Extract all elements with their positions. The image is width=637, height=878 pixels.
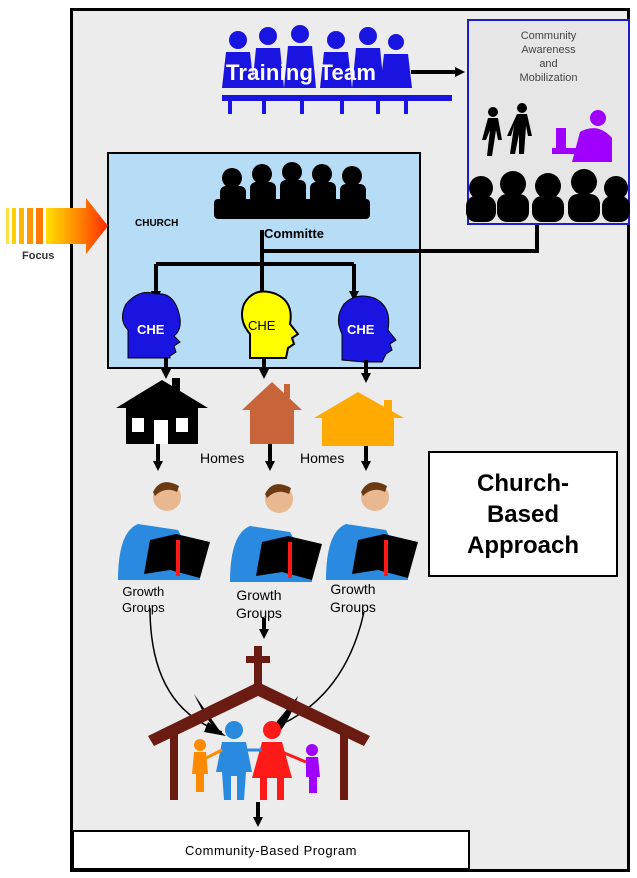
walking-people-icon — [482, 103, 532, 156]
ca-line-4: Mobilization — [519, 72, 578, 84]
curved-arrowhead-left — [194, 694, 226, 736]
reading-man-icon — [326, 482, 418, 580]
head-profile-icon — [122, 290, 397, 363]
home-to-group-arrows — [153, 444, 371, 471]
microscope-icon — [552, 110, 612, 162]
committee-label: Committe — [264, 226, 324, 241]
reading-man-icon — [230, 484, 322, 582]
ca-line-3: and — [539, 58, 558, 70]
church-label: CHURCH — [135, 218, 179, 229]
title-line-1: Church- — [476, 469, 569, 497]
growth-groups-3-line1: Growth — [330, 581, 376, 597]
homes-label-2: Homes — [300, 450, 345, 466]
growth-groups-1-line2: Groups — [122, 600, 165, 615]
reading-man-icon — [118, 482, 210, 580]
growth-groups-3-line2: Groups — [330, 599, 376, 615]
title-line-2: Based — [486, 500, 560, 528]
che-to-home-arrows — [161, 358, 371, 383]
ca-line-2: Awareness — [521, 44, 576, 56]
growth-groups-1: Growth Groups — [122, 584, 165, 616]
community-based-program-box: Community-Based Program — [72, 830, 470, 870]
family-icon — [192, 721, 320, 800]
crowd-icon — [466, 169, 630, 222]
committee-silhouette-icon — [214, 162, 370, 219]
church-building-icon — [148, 646, 370, 800]
connector-lines — [151, 225, 539, 305]
title-line-3: Approach — [466, 531, 579, 559]
che-label-3: CHE — [347, 322, 375, 337]
focus-arrow-icon — [6, 198, 108, 254]
title-box: Church- Based Approach — [428, 451, 618, 577]
growth-groups-2: Growth Groups — [236, 586, 282, 622]
che-label-2: CHE — [248, 318, 276, 333]
training-team-label: Training Team — [226, 60, 377, 85]
house-icon — [116, 378, 208, 444]
program-label: Community-Based Program — [185, 842, 357, 858]
house-icon — [314, 392, 404, 446]
growth-groups-1-line1: Growth — [122, 584, 165, 599]
homes-label-1: Homes — [200, 450, 245, 466]
growth-groups-2-line2: Groups — [236, 605, 282, 621]
focus-label: Focus — [22, 250, 55, 262]
growth-groups-3: Growth Groups — [330, 580, 376, 616]
house-icon — [242, 382, 302, 444]
growth-groups-2-line1: Growth — [236, 587, 282, 603]
che-label-1: CHE — [137, 322, 165, 337]
meeting-group-icon — [222, 25, 452, 114]
ca-line-1: Community — [520, 30, 577, 42]
